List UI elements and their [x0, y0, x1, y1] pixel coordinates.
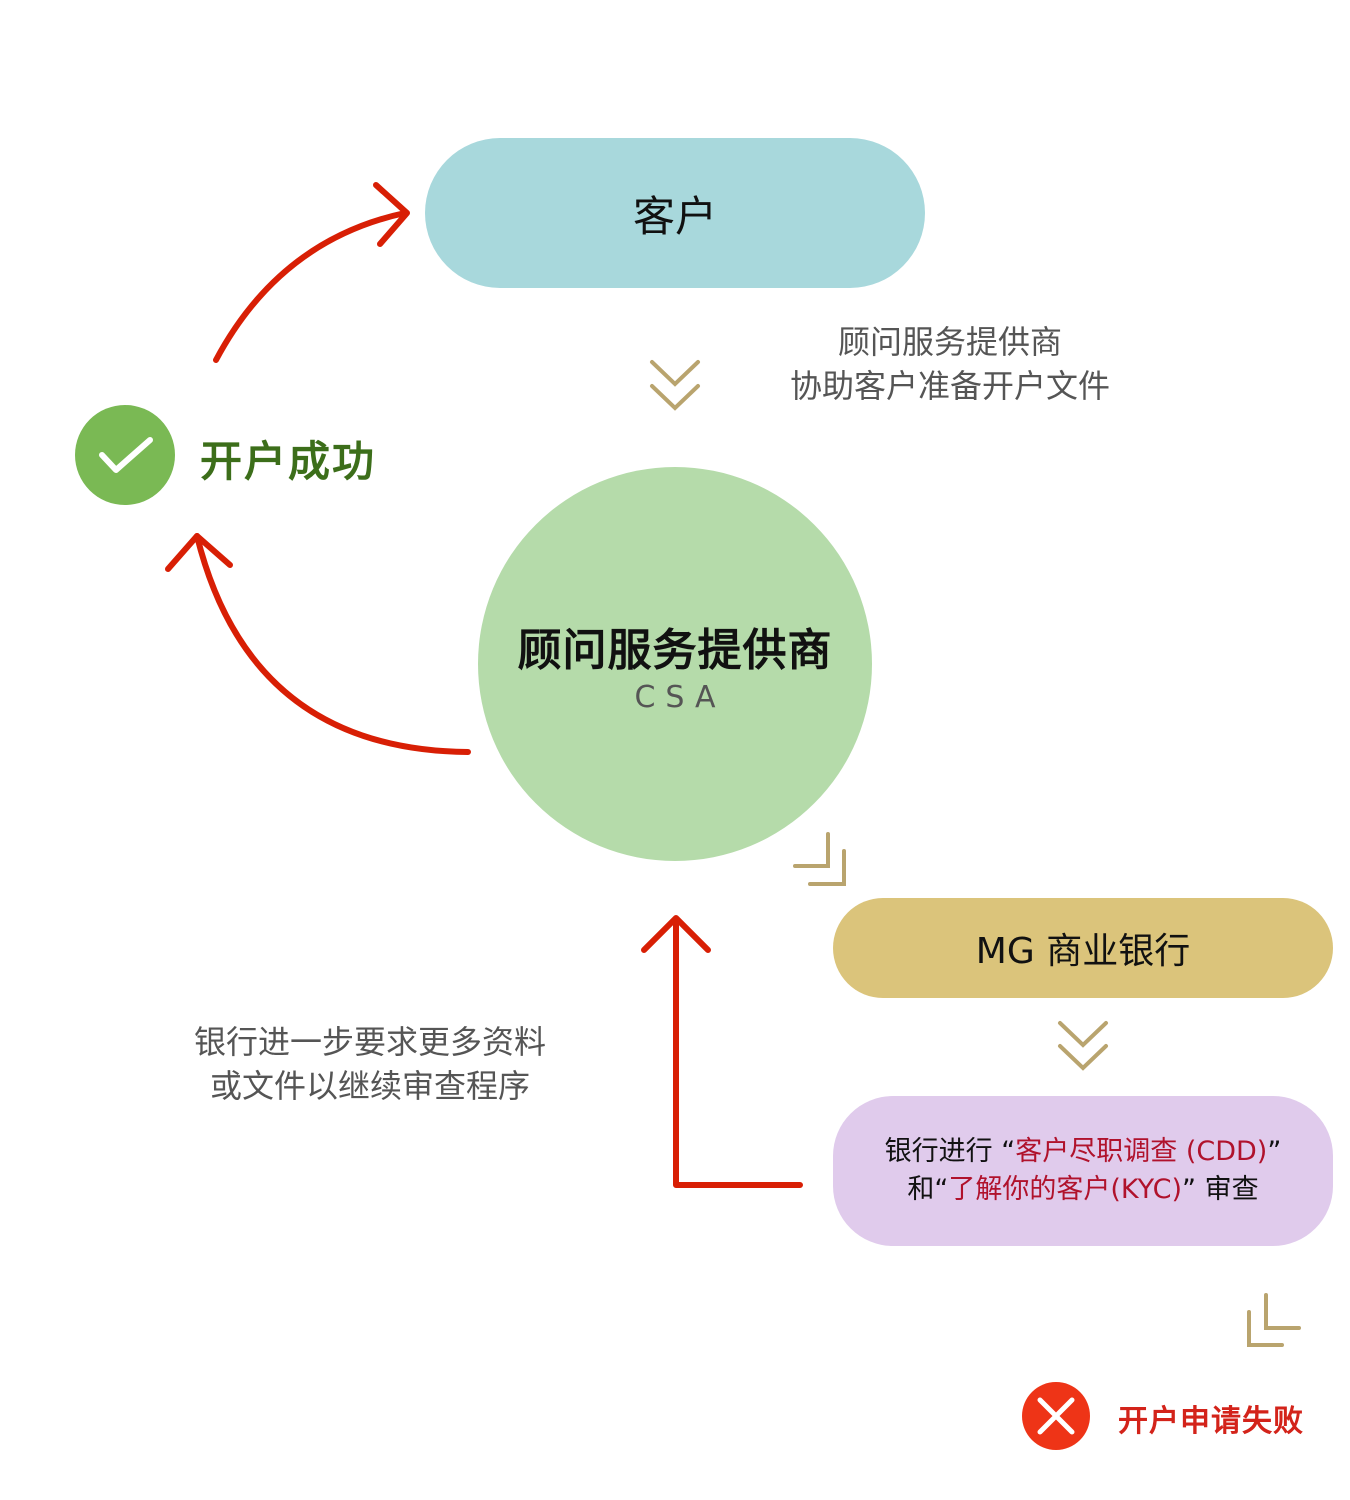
arrow-csa-to-success: [165, 533, 471, 755]
csa-title: 顾问服务提供商: [517, 624, 833, 676]
bank-label: MG 商业银行: [975, 931, 1191, 972]
chevron-corner-icon: [793, 832, 846, 886]
note-bank-requests-more: 银行进一步要求更多资料 或文件以继续审查程序: [160, 1020, 580, 1108]
check-circle-icon: [75, 405, 175, 505]
note-csa-prepares-documents: 顾问服务提供商 协助客户准备开户文件: [760, 320, 1140, 408]
cdd-highlight: 客户尽职调查 (CDD): [1015, 1136, 1268, 1167]
failure-label: 开户申请失败: [1118, 1404, 1304, 1439]
csa-node: 顾问服务提供商 CSA: [478, 467, 872, 861]
note-line: 协助客户准备开户文件: [789, 367, 1110, 405]
chevron-down-icon: [650, 360, 700, 411]
client-node: 客户: [425, 138, 925, 288]
bank-node: MG 商业银行: [833, 898, 1333, 998]
note-line: 或文件以继续审查程序: [209, 1067, 530, 1105]
csa-subtitle: CSA: [634, 679, 726, 715]
review-node: 银行进行 “客户尽职调查 (CDD)” 和“了解你的客户(KYC)” 审查: [833, 1096, 1333, 1246]
arrow-review-to-csa: [641, 915, 803, 1188]
review-line-2: 和“了解你的客户(KYC)” 审查: [907, 1171, 1258, 1209]
note-line: 银行进一步要求更多资料: [193, 1023, 546, 1061]
review-line-1: 银行进行 “客户尽职调查 (CDD)”: [885, 1133, 1282, 1171]
review-text: ” 审查: [1182, 1174, 1259, 1205]
kyc-highlight: 了解你的客户(KYC): [948, 1174, 1183, 1205]
review-text: 银行进行 “: [884, 1136, 1016, 1167]
chevron-corner-icon: [1247, 1293, 1301, 1347]
review-text: 和“: [907, 1174, 949, 1205]
note-line: 顾问服务提供商: [837, 323, 1062, 361]
client-label: 客户: [632, 191, 717, 241]
arrow-success-to-client: [213, 182, 410, 363]
success-label: 开户成功: [200, 437, 377, 486]
chevron-down-icon: [1058, 1021, 1108, 1071]
review-text: ”: [1267, 1136, 1282, 1167]
x-circle-icon: [1022, 1382, 1090, 1450]
